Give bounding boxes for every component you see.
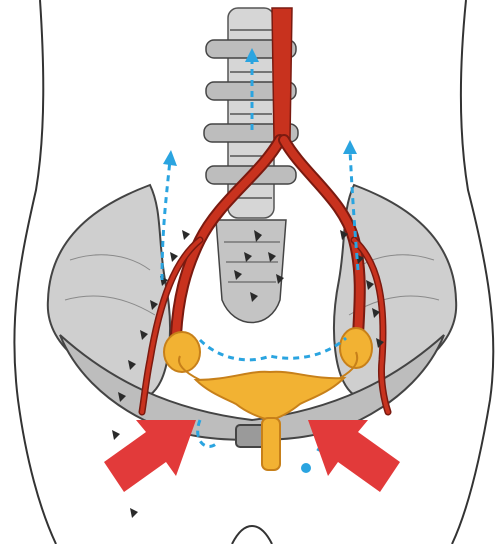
aorta <box>272 8 292 140</box>
arrowhead-icon <box>163 150 177 166</box>
pointer-arrow-right-icon <box>308 420 400 492</box>
pointer-arrow-left-icon <box>104 420 196 492</box>
lymph-arrow-horizontal <box>200 338 346 360</box>
arrowhead-icon <box>343 140 357 154</box>
lymph-dot-icon <box>301 463 311 473</box>
